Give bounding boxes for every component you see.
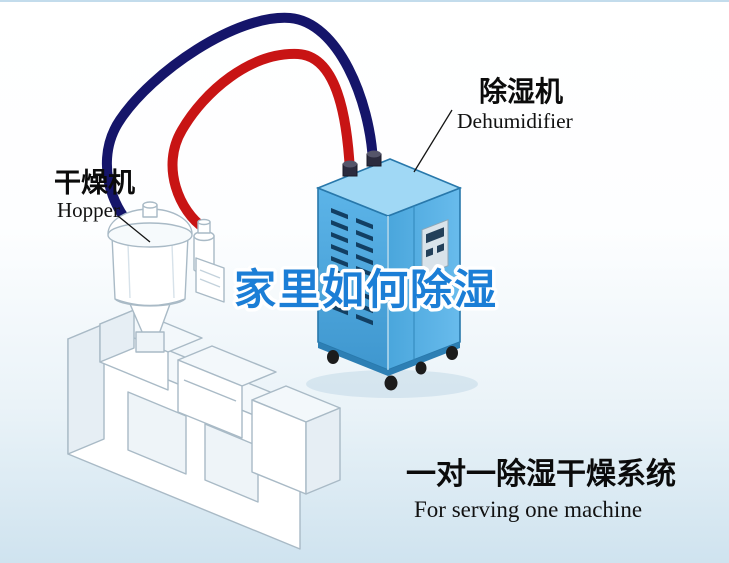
hopper-control-box: [195, 257, 225, 303]
hopper-shade-line: [171, 243, 175, 299]
hopper-shade-line: [127, 243, 131, 299]
hose-stub-back: [366, 150, 382, 167]
hopper-control-line: [199, 278, 221, 288]
caption-en: For serving one machine: [414, 497, 642, 522]
extruder-machine-illustration: [67, 309, 341, 550]
hose-stub-front: [342, 160, 358, 177]
machine-module-front: [177, 359, 243, 439]
machine-door-panel: [127, 391, 187, 475]
caster-wheel: [327, 350, 339, 364]
watermark-text: 家里如何除湿: [234, 266, 498, 313]
dehumidifier-label-cn: 除湿机: [479, 75, 563, 107]
dehumidifier-label-en: Dehumidifier: [457, 109, 573, 133]
machine-detail-line: [183, 379, 237, 402]
caster-wheel: [384, 375, 398, 391]
dry-air-hose-red: [167, 48, 355, 233]
return-air-hose-navy: [101, 12, 378, 247]
vent-grid: [331, 208, 373, 326]
hopper-mount: [135, 331, 165, 353]
dehumidifier-pointer-line: [413, 109, 453, 173]
hopper-dryer-illustration: [107, 201, 225, 353]
machine-module-right: [305, 407, 341, 495]
hopper-lid-rim: [107, 222, 193, 248]
dehumidifier-illustration: [306, 150, 478, 398]
hopper-pointer-line: [117, 215, 151, 243]
hopper-label-cn: 干燥机: [54, 168, 135, 198]
hopper-loader-cap-top: [197, 218, 211, 226]
machine-door-panel: [204, 423, 259, 503]
hopper-label-en: Hopper: [57, 198, 120, 222]
dehumidifier-top-face: [315, 158, 463, 217]
control-panel: [421, 219, 449, 277]
dehumidifier-base: [318, 342, 460, 376]
control-button: [437, 243, 444, 254]
caster-wheel: [446, 346, 458, 360]
caster-wheel: [415, 361, 427, 375]
machine-module-left: [99, 309, 135, 363]
hopper-control-line: [199, 269, 221, 279]
machine-bed-left: [67, 323, 105, 455]
caption-cn: 一对一除湿干燥系统: [406, 457, 676, 491]
hopper-lid-cap-top: [142, 201, 158, 209]
control-display: [426, 227, 444, 244]
hopper-barrel-rim: [114, 298, 186, 307]
control-button: [426, 247, 433, 258]
